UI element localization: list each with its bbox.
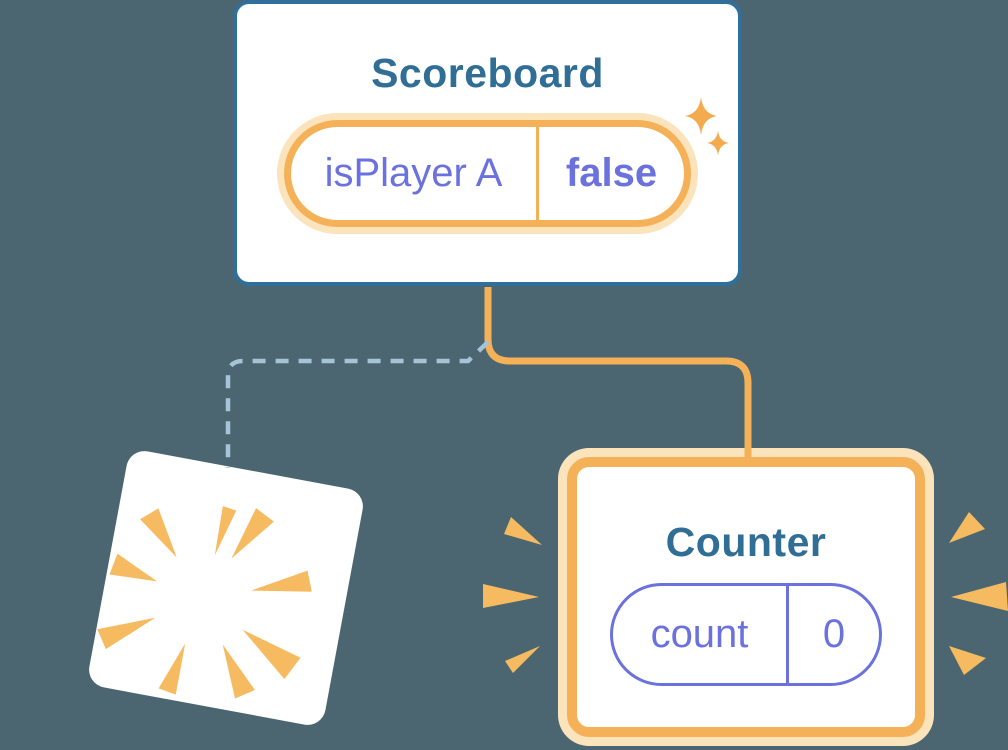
counter-state-value: 0 xyxy=(822,612,846,656)
sparkles-icon xyxy=(685,97,729,156)
state-pill-divider xyxy=(536,127,539,220)
scoreboard-title: Scoreboard xyxy=(371,50,604,96)
scoreboard-component-card: Scoreboard isPlayer A false xyxy=(233,0,742,286)
poof-burst-icon xyxy=(97,506,312,699)
counter-state-name: count xyxy=(650,612,749,656)
state-pill-divider xyxy=(786,586,789,683)
tree-connector-line xyxy=(484,287,752,458)
counter-state-pill: count 0 xyxy=(610,583,882,686)
scoreboard-state-name: isPlayer A xyxy=(324,151,503,195)
scoreboard-state-value: false xyxy=(565,151,658,195)
scoreboard-state-pill: isPlayer A false xyxy=(284,120,691,227)
counter-title: Counter xyxy=(665,519,827,565)
dashed-connector-line xyxy=(225,340,490,468)
destroyed-component-card xyxy=(86,448,366,728)
counter-component-card: Counter count 0 xyxy=(567,457,925,737)
